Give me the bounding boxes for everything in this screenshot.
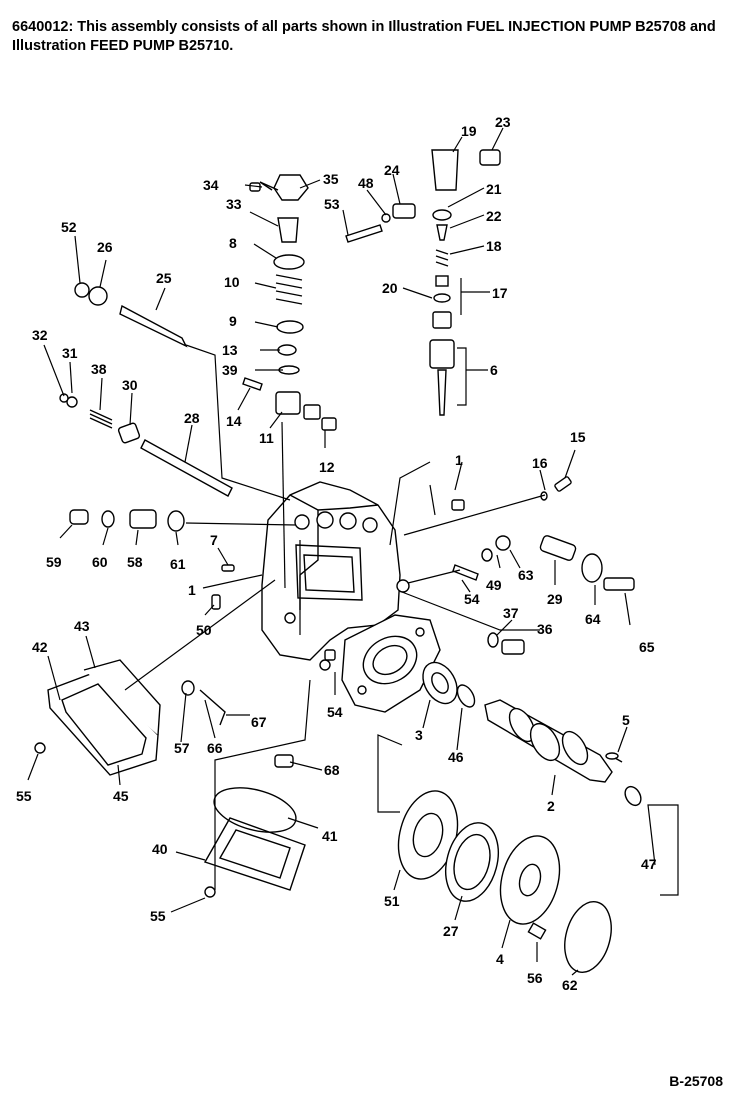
callout-10: 10 [224, 274, 240, 290]
callout-30: 30 [122, 377, 138, 393]
callout-37: 37 [503, 605, 519, 621]
callout-38: 38 [91, 361, 107, 377]
callout-33: 33 [226, 196, 242, 212]
callout-15: 15 [570, 429, 586, 445]
callout-28: 28 [184, 410, 200, 426]
callout-49: 49 [486, 577, 502, 593]
small-hardware-group [181, 181, 623, 768]
callout-12: 12 [319, 459, 335, 475]
callout-39: 39 [222, 362, 238, 378]
bottom-cover-group [203, 787, 306, 898]
figure-id-label: B-25708 [669, 1073, 723, 1089]
callout-42: 42 [32, 639, 48, 655]
callout-57: 57 [174, 740, 190, 756]
callout-19: 19 [461, 123, 477, 139]
leader-lines [27, 127, 679, 976]
callout-64: 64 [585, 611, 601, 627]
callout-25: 25 [156, 270, 172, 286]
assembly-description: 6640012: This assembly consists of all p… [12, 19, 716, 54]
callout-63: 63 [518, 567, 534, 583]
callout-27: 27 [443, 923, 459, 939]
plunger-spring-stack [242, 174, 337, 431]
callout-29: 29 [547, 591, 563, 607]
callout-labels: 19 23 24 21 22 18 20 17 6 48 53 34 35 33… [16, 114, 657, 993]
callout-22: 22 [486, 208, 502, 224]
callout-55-bottom: 55 [150, 908, 166, 924]
callout-61: 61 [170, 556, 186, 572]
callout-20: 20 [382, 280, 398, 296]
callout-23: 23 [495, 114, 511, 130]
callout-47: 47 [641, 856, 657, 872]
pump-housing [261, 481, 410, 671]
callout-21: 21 [486, 181, 502, 197]
callout-59: 59 [46, 554, 62, 570]
callout-51: 51 [384, 893, 400, 909]
callout-54-center: 54 [327, 704, 343, 720]
parts-drawing [34, 149, 642, 973]
callout-46: 46 [448, 749, 464, 765]
front-flange [341, 614, 441, 713]
callout-53: 53 [324, 196, 340, 212]
inlet-fitting-group [324, 476, 635, 661]
callout-60: 60 [92, 554, 108, 570]
callout-32: 32 [32, 327, 48, 343]
callout-62: 62 [562, 977, 578, 993]
callout-9: 9 [229, 313, 237, 329]
callout-24: 24 [384, 162, 400, 178]
bearing-3 [422, 661, 476, 708]
callout-1: 1 [188, 582, 196, 598]
callout-7: 7 [210, 532, 218, 548]
callout-35: 35 [323, 171, 339, 187]
callout-34: 34 [203, 177, 219, 193]
callout-66: 66 [207, 740, 223, 756]
callout-17: 17 [492, 285, 508, 301]
callout-65: 65 [639, 639, 655, 655]
callout-6: 6 [490, 362, 498, 378]
callout-1-right: 1 [455, 452, 463, 468]
callout-56: 56 [527, 970, 543, 986]
delivery-valve-stack [345, 149, 501, 416]
callout-43: 43 [74, 618, 90, 634]
callout-5: 5 [622, 712, 630, 728]
callout-58: 58 [127, 554, 143, 570]
control-rod-group [59, 282, 233, 497]
callout-4: 4 [496, 951, 504, 967]
callout-11: 11 [259, 430, 274, 446]
callout-48: 48 [358, 175, 374, 191]
callout-40: 40 [152, 841, 168, 857]
callout-55-left: 55 [16, 788, 32, 804]
callout-41: 41 [322, 828, 338, 844]
callout-67: 67 [251, 714, 267, 730]
callout-50: 50 [196, 622, 212, 638]
callout-54-right: 54 [464, 591, 480, 607]
callout-8: 8 [229, 235, 237, 251]
callout-13: 13 [222, 342, 238, 358]
callout-31: 31 [62, 345, 78, 361]
callout-3: 3 [415, 727, 423, 743]
callout-16: 16 [532, 455, 548, 471]
callout-14: 14 [226, 413, 242, 429]
callout-36: 36 [537, 621, 553, 637]
rear-bearing-group [397, 790, 612, 973]
callout-2: 2 [547, 798, 555, 814]
callout-18: 18 [486, 238, 502, 254]
callout-26: 26 [97, 239, 113, 255]
side-cover-group [34, 659, 161, 776]
callout-45: 45 [113, 788, 129, 804]
camshaft-2 [484, 699, 642, 807]
callout-68: 68 [324, 762, 340, 778]
callout-52: 52 [61, 219, 77, 235]
